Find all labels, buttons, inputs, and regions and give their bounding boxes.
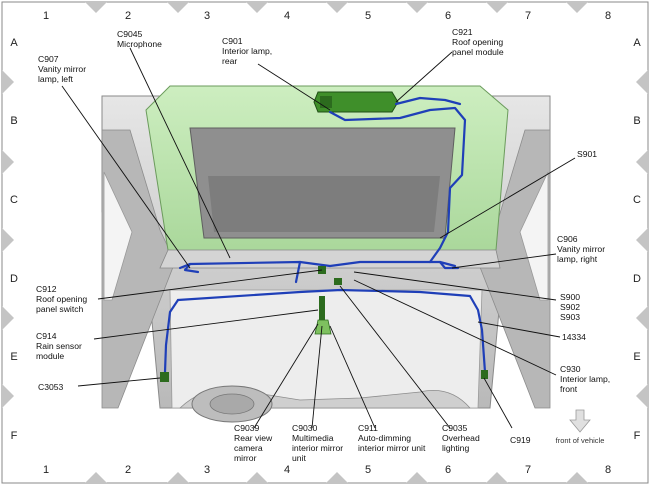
callout-s900-s902-s903: S900 S902 S903 [560,292,582,322]
row-label-d-right: D [633,273,641,285]
top-diamond-markers [85,2,588,13]
left-diamond-markers [2,70,14,408]
col-label-4-bottom: 4 [284,464,290,476]
steering-hub [209,393,255,415]
down-arrow-icon [569,409,591,433]
col-label-6-bottom: 6 [445,464,451,476]
callout-c9039: C9039 Rear view camera mirror [234,423,275,463]
column-numbers-top: 1 2 3 4 5 6 7 8 [43,10,611,22]
roof-panel-module [313,91,399,113]
callout-c3053: C3053 [38,382,64,392]
col-label-2: 2 [125,10,131,22]
col-label-2-bottom: 2 [125,464,131,476]
col-label-3-bottom: 3 [204,464,210,476]
row-label-f: F [11,430,18,442]
callout-c906: C906 Vanity mirror lamp, right [557,234,607,264]
callout-c901: C901 Interior lamp, rear [222,36,275,66]
row-label-e: E [10,351,17,363]
vehicle-illustration [101,76,551,423]
callout-c9030: C9030 Multimedia interior mirror unit [292,423,345,463]
col-label-1: 1 [43,10,49,22]
col-label-1-bottom: 1 [43,464,49,476]
wiring-harness [163,96,487,374]
col-label-8-bottom: 8 [605,464,611,476]
row-label-f-right: F [634,430,641,442]
row-letters-right: A B C D E F [633,37,641,442]
connector-c919 [481,370,488,379]
col-label-3: 3 [204,10,210,22]
column-numbers-bottom: 1 2 3 4 5 6 7 8 [43,464,611,476]
callout-s901: S901 [577,149,597,159]
mirror-stem [319,296,325,320]
sunroof-glass-shade [208,176,440,232]
left-side-window [103,171,133,301]
front-of-vehicle-indicator: front of vehicle [556,409,605,445]
callout-c912: C912 Roof opening panel switch [36,284,90,314]
col-label-7: 7 [525,10,531,22]
row-label-e-right: E [633,351,640,363]
row-label-c: C [10,194,18,206]
callout-c9035: C9035 Overhead lighting [442,423,482,453]
col-label-5: 5 [365,10,371,22]
col-label-7-bottom: 7 [525,464,531,476]
right-side-window [519,171,549,301]
row-label-b-right: B [633,115,640,127]
callout-14334: 14334 [562,332,586,342]
leader-lines [61,47,576,429]
callout-c919: C919 [510,435,531,445]
col-label-6: 6 [445,10,451,22]
interior-mirror-unit [314,319,332,335]
col-label-4: 4 [284,10,290,22]
row-label-d: D [10,273,18,285]
connector-c9035 [334,278,342,285]
col-label-8: 8 [605,10,611,22]
col-label-5-bottom: 5 [365,464,371,476]
callout-c921: C921 Roof opening panel module [452,27,506,57]
row-letters-left: A B C D E F [10,37,18,442]
callout-c914: C914 Rain sensor module [36,331,84,361]
row-label-b: B [10,115,17,127]
connector-c3053 [160,372,169,382]
callout-c907: C907 Vanity mirror lamp, left [38,54,88,84]
interior-lamp-rear [320,96,332,108]
front-of-vehicle-label: front of vehicle [556,436,605,445]
row-label-c-right: C [633,194,641,206]
callout-c9045: C9045 Microphone [117,29,162,49]
row-label-a-right: A [633,37,641,49]
row-label-a: A [10,37,18,49]
bottom-diamond-markers [85,472,588,483]
right-diamond-markers [636,70,648,408]
callout-c911: C911 Auto-dimming interior mirror unit [358,423,426,453]
callout-c930: C930 Interior lamp, front [560,364,613,394]
